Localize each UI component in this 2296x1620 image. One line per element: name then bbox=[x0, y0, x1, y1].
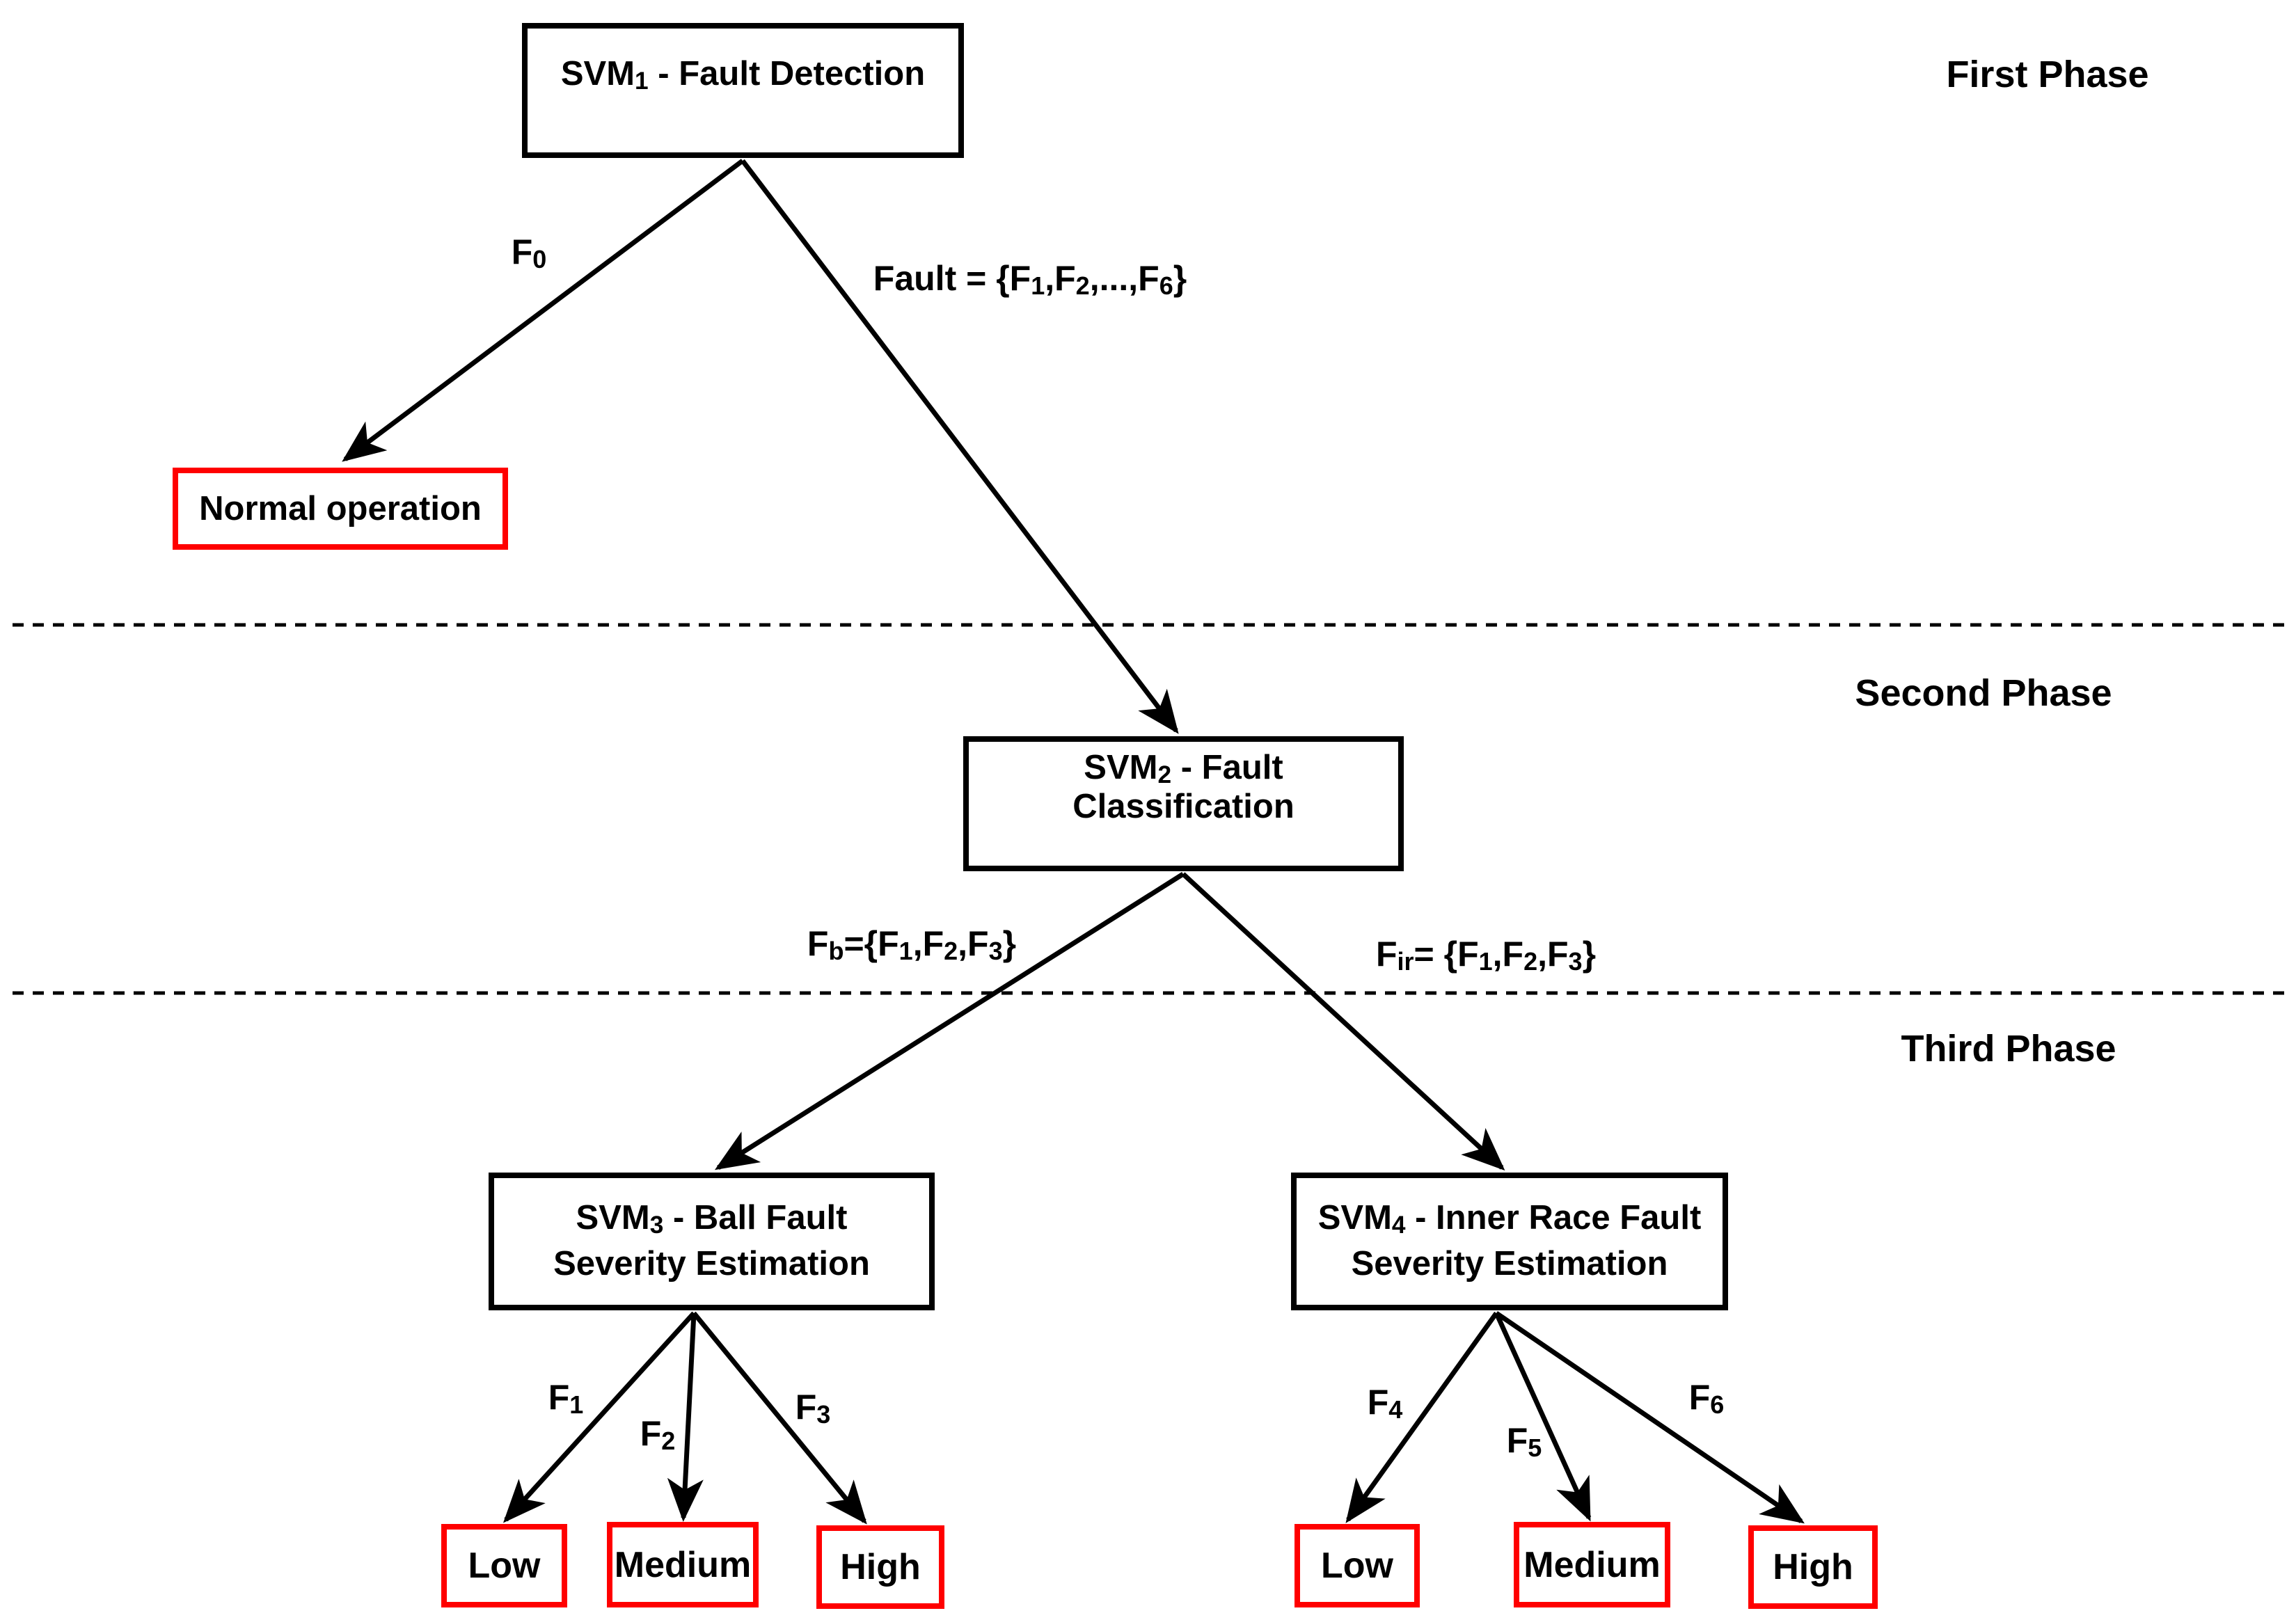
edge-label-fir-set: Fir= {F1,F2,F3} bbox=[1375, 935, 1597, 976]
node-ir-severity-high-label: High bbox=[1773, 1547, 1853, 1587]
edge-label-f5: F5 bbox=[1506, 1421, 1542, 1463]
edge-f2-arrow bbox=[667, 1312, 704, 1522]
edge-label-f4: F4 bbox=[1367, 1383, 1403, 1424]
node-ball-severity-low: Low bbox=[441, 1524, 567, 1607]
edge-f4-arrow bbox=[1345, 1311, 1498, 1523]
node-svm3-label-line1: SVM3 - Ball Fault bbox=[576, 1199, 848, 1239]
edge-f5-arrow bbox=[1494, 1312, 1592, 1522]
edge-label-fb-set: Fb={F1,F2,F3} bbox=[807, 924, 1017, 966]
node-svm3-label-line2: Severity Estimation bbox=[553, 1245, 870, 1282]
edge-fault-arrow bbox=[741, 159, 1179, 734]
edge-f6-arrow bbox=[1495, 1311, 1805, 1524]
edge-label-f6: F6 bbox=[1688, 1378, 1725, 1420]
node-normal-operation: Normal operation bbox=[173, 468, 508, 550]
edge-f0-arrow bbox=[342, 159, 745, 462]
edge-label-f3: F3 bbox=[795, 1388, 831, 1429]
node-svm1-fault-detection: SVM1 - Fault Detection bbox=[522, 23, 964, 158]
node-svm1-label: SVM1 - Fault Detection bbox=[560, 55, 926, 95]
node-ball-severity-medium: Medium bbox=[607, 1522, 759, 1607]
node-ir-severity-medium: Medium bbox=[1514, 1522, 1670, 1607]
edge-f1-arrow bbox=[502, 1311, 696, 1523]
node-ball-severity-medium-label: Medium bbox=[614, 1544, 752, 1585]
node-svm4-label-line2: Severity Estimation bbox=[1351, 1245, 1668, 1282]
node-ball-severity-high-label: High bbox=[840, 1547, 921, 1587]
node-svm3-ball-fault-severity: SVM3 - Ball Fault Severity Estimation bbox=[489, 1173, 935, 1310]
node-ir-severity-low-label: Low bbox=[1321, 1546, 1393, 1586]
node-ir-severity-high: High bbox=[1748, 1525, 1878, 1609]
phase-label-first: First Phase bbox=[1946, 54, 2149, 95]
node-ball-severity-low-label: Low bbox=[468, 1546, 541, 1586]
node-ball-severity-high: High bbox=[816, 1525, 944, 1609]
node-ir-severity-medium-label: Medium bbox=[1523, 1544, 1661, 1585]
node-svm2-label: SVM2 - Fault Classification bbox=[1072, 749, 1295, 825]
edge-label-f0: F0 bbox=[511, 232, 547, 274]
node-ir-severity-low: Low bbox=[1295, 1524, 1420, 1607]
edge-label-f2: F2 bbox=[640, 1414, 676, 1456]
node-svm4-inner-race-fault-severity: SVM4 - Inner Race Fault Severity Estimat… bbox=[1291, 1173, 1728, 1310]
node-normal-operation-label: Normal operation bbox=[199, 490, 482, 527]
node-svm4-label-line1: SVM4 - Inner Race Fault bbox=[1317, 1199, 1702, 1239]
edge-label-f1: F1 bbox=[548, 1378, 584, 1420]
edge-label-fault-set: Fault = {F1,F2,...,F6} bbox=[873, 259, 1187, 301]
edge-fb-arrow bbox=[714, 872, 1185, 1170]
edge-fir-arrow bbox=[1181, 872, 1505, 1171]
phase-label-second: Second Phase bbox=[1855, 672, 2112, 714]
edge-f3-arrow bbox=[692, 1311, 867, 1525]
phase-label-third: Third Phase bbox=[1901, 1028, 2116, 1070]
node-svm2-fault-classification: SVM2 - Fault Classification bbox=[963, 736, 1404, 871]
